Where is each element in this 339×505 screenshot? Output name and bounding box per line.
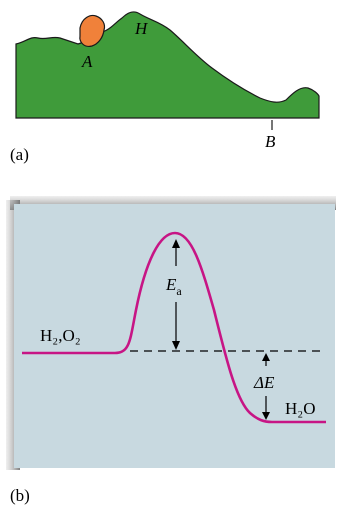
hill-shape [16, 12, 319, 118]
hill-landscape-diagram: A H B [0, 0, 339, 160]
label-a: A [81, 52, 93, 71]
label-b: B [265, 132, 276, 151]
caption-a: (a) [10, 145, 29, 165]
delta-e-label: ΔE [253, 373, 275, 392]
activation-energy-label-main: E [165, 275, 177, 294]
product-label: H₂O [285, 399, 315, 418]
activation-energy-label-sub: a [176, 284, 182, 298]
energy-diagram: Ea ΔE H₂,O₂ H₂O [0, 190, 339, 475]
caption-b: (b) [10, 486, 30, 505]
label-h: H [134, 19, 149, 38]
reactant-label: H₂,O₂ [40, 326, 81, 345]
